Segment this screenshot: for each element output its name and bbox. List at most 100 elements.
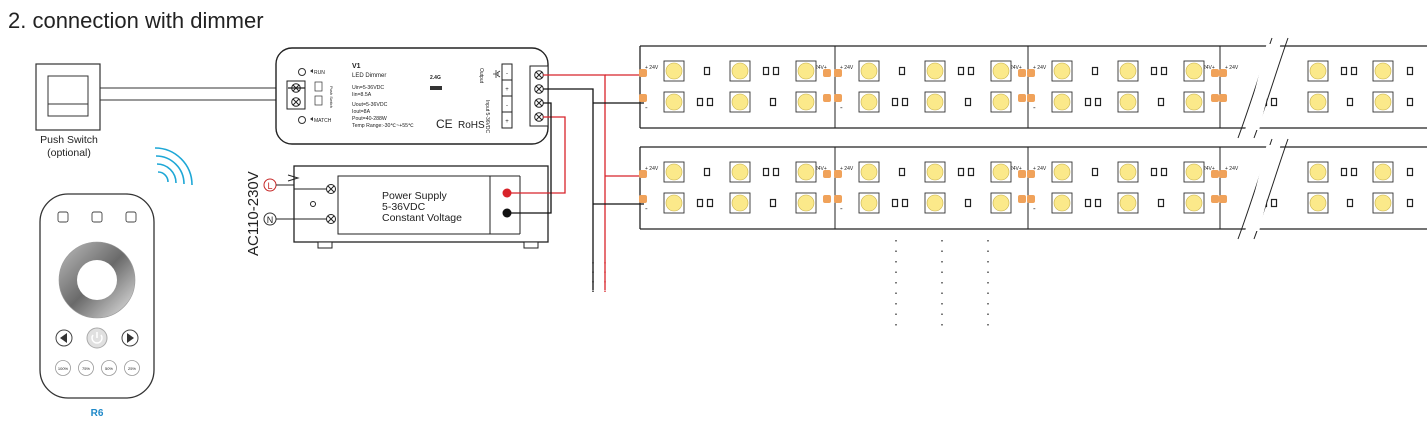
resistor [1346, 97, 1354, 107]
resistor [891, 198, 899, 208]
solder-pad [1027, 195, 1035, 203]
strip-label: + 24V [1225, 65, 1239, 71]
resistor [957, 66, 965, 76]
solder-pad [639, 94, 647, 102]
solder-pad [1219, 69, 1227, 77]
solder-pad [823, 170, 831, 178]
resistor [1084, 97, 1092, 107]
resistor [898, 66, 906, 76]
strip-label: 24V+ [1010, 65, 1022, 71]
resistor [1091, 167, 1099, 177]
resistor [696, 97, 704, 107]
svg-text:RoHS: RoHS [458, 120, 485, 131]
resistor [1406, 167, 1414, 177]
svg-text:CE: CE [436, 117, 453, 131]
solder-pad [1018, 195, 1026, 203]
strip-label: - [1033, 103, 1036, 112]
solder-pad [1018, 69, 1026, 77]
live-terminal-label: L [267, 181, 272, 191]
strip-label: 24V+ [1203, 65, 1215, 71]
push-switch: Push Switch (optional) [35, 63, 101, 159]
solder-pad [1211, 195, 1219, 203]
solder-pad [823, 94, 831, 102]
solder-pad [1211, 94, 1219, 102]
resistor [1350, 66, 1358, 76]
resistor [772, 167, 780, 177]
resistor [1157, 198, 1165, 208]
solder-pad [639, 170, 647, 178]
svg-text:Uout=5-36VDC: Uout=5-36VDC [352, 102, 388, 108]
resistor [706, 198, 714, 208]
strip-label: 24V+ [815, 65, 827, 71]
solder-pad [1027, 94, 1035, 102]
solder-pad [1219, 94, 1227, 102]
svg-text:-: - [506, 71, 508, 77]
wireless-signal-icon [154, 147, 193, 186]
resistor [1406, 66, 1414, 76]
svg-text:-: - [506, 103, 508, 109]
resistor [901, 198, 909, 208]
svg-text:100%: 100% [58, 366, 69, 371]
resistor [967, 167, 975, 177]
solder-pad [639, 69, 647, 77]
resistor [901, 97, 909, 107]
strip-label: 24V+ [1010, 166, 1022, 172]
svg-text:Iin=8.5A: Iin=8.5A [352, 92, 372, 98]
resistor [967, 66, 975, 76]
solder-pad [1219, 195, 1227, 203]
continuation-dots [592, 240, 989, 326]
resistor [696, 198, 704, 208]
solder-pad [1018, 170, 1026, 178]
solder-pad [834, 170, 842, 178]
strip-label: + 24V [1033, 166, 1047, 172]
section-heading: 2. connection with dimmer [8, 8, 264, 33]
remote-model-label: R6 [91, 408, 104, 419]
push-switch-optional: (optional) [47, 147, 91, 159]
strip-label: + 24V [840, 65, 854, 71]
strip-label: + 24V [645, 65, 659, 71]
svg-text:Iout=8A: Iout=8A [352, 109, 371, 115]
ac-input-label: AC110-230V [245, 171, 262, 256]
resistor [1094, 198, 1102, 208]
wiring [288, 74, 644, 290]
solder-pad [834, 94, 842, 102]
strip-label: + 24V [840, 166, 854, 172]
resistor [1091, 66, 1099, 76]
resistor [964, 97, 972, 107]
resistor [1270, 198, 1278, 208]
resistor [1084, 198, 1092, 208]
resistor [772, 66, 780, 76]
strip-label: 24V+ [815, 166, 827, 172]
push-switch-label: Push Switch [40, 134, 98, 146]
svg-text:RUN: RUN [314, 70, 325, 76]
svg-text:MATCH: MATCH [314, 118, 332, 124]
resistor [769, 97, 777, 107]
resistor [957, 167, 965, 177]
svg-text:Pout=40-288W: Pout=40-288W [352, 116, 387, 122]
strip-label: + 24V [1225, 166, 1239, 172]
solder-pad [639, 195, 647, 203]
svg-text:75%: 75% [82, 366, 90, 371]
resistor [1160, 167, 1168, 177]
strip-label: - [840, 204, 843, 213]
strip-label: - [840, 103, 843, 112]
svg-text:LED Dimmer: LED Dimmer [352, 73, 386, 79]
svg-text:25%: 25% [128, 366, 136, 371]
power-supply: Power Supply 5-36VDC Constant Voltage L … [245, 165, 549, 256]
svg-text:Input 5-36VDC: Input 5-36VDC [484, 100, 490, 133]
strip-label: - [645, 103, 648, 112]
resistor [1406, 198, 1414, 208]
resistor [769, 198, 777, 208]
resistor [762, 167, 770, 177]
strip-label: - [645, 204, 648, 213]
solder-pad [1219, 170, 1227, 178]
solder-pad [1018, 94, 1026, 102]
resistor [1150, 167, 1158, 177]
strip-label: + 24V [645, 166, 659, 172]
svg-text:+: + [505, 87, 509, 93]
svg-text:Power Supply: Power Supply [382, 190, 448, 202]
led-dimmer-v1: RUN MATCH Push Switch V1 LED Dimmer Uin=… [275, 47, 549, 145]
resistor [1157, 97, 1165, 107]
